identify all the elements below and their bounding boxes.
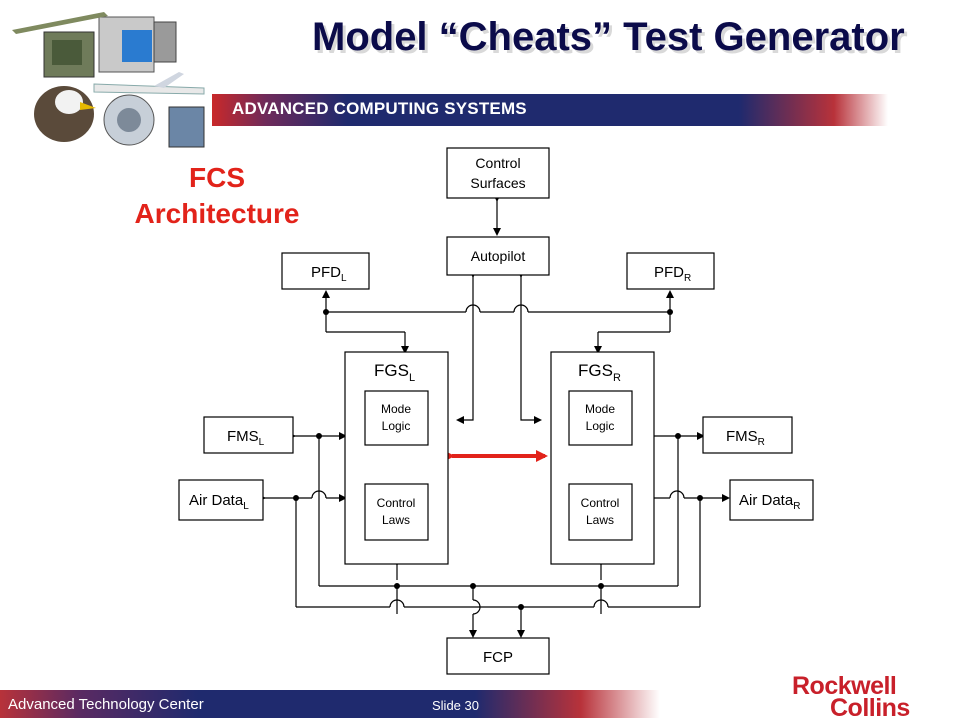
brand-logo-line1: Rockwell xyxy=(792,672,897,700)
autopilot-fgsl-line xyxy=(456,270,477,424)
slide-number: Slide 30 xyxy=(432,698,479,713)
footer-band xyxy=(0,690,660,718)
fgs-l-label: FGSL xyxy=(374,361,415,384)
control-laws-l-label-2: Laws xyxy=(382,513,410,527)
fcs-architecture-heading: FCS Architecture xyxy=(118,160,316,232)
brand-logo-line2: Collins xyxy=(830,694,910,722)
autopilot-fgsr-line xyxy=(517,270,542,424)
air-data-l-box xyxy=(178,479,264,521)
control-laws-l-label-1: Control xyxy=(377,496,416,510)
fcp-box xyxy=(446,637,550,675)
pfd-l-box xyxy=(281,252,370,290)
pfd-r-label: PFDR xyxy=(654,264,691,284)
fcs-heading-line1: FCS xyxy=(189,162,245,193)
air-data-l-label: Air DataL xyxy=(189,492,249,512)
control-surfaces-label-1: Control xyxy=(475,155,520,171)
banner-text: ADVANCED COMPUTING SYSTEMS xyxy=(232,99,527,118)
banner-bar xyxy=(212,94,888,126)
fms-l-label: FMSL xyxy=(227,428,265,448)
slide-title-shadow: Model “Cheats” Test Generator xyxy=(315,18,908,62)
control-laws-r-box xyxy=(568,483,633,541)
footer-org-label: Advanced Technology Center xyxy=(8,696,204,713)
control-laws-r-label-1: Control xyxy=(581,496,620,510)
control-surfaces-label-2: Surfaces xyxy=(470,175,525,191)
mode-logic-r-label-2: Logic xyxy=(586,419,615,433)
fcp-label: FCP xyxy=(483,649,513,666)
mode-logic-r-box xyxy=(568,390,633,446)
autopilot-label: Autopilot xyxy=(471,248,526,264)
control-surfaces-box xyxy=(446,147,550,199)
air-data-r-box xyxy=(729,479,814,521)
mode-logic-l-label-1: Mode xyxy=(381,402,411,416)
control-laws-l-box xyxy=(364,483,429,541)
control-laws-r-label-2: Laws xyxy=(586,513,614,527)
fms-r-box xyxy=(702,416,793,454)
logo-collage xyxy=(12,12,205,148)
autopilot-box xyxy=(446,236,550,276)
mode-logic-r-label-1: Mode xyxy=(585,402,615,416)
pfd-l-label: PFDL xyxy=(311,264,347,284)
mode-logic-l-box xyxy=(364,390,429,446)
mode-logic-l-label-2: Logic xyxy=(382,419,411,433)
fms-l-box xyxy=(203,416,294,454)
slide-title: Model “Cheats” Test Generator xyxy=(312,15,905,59)
fms-r-label: FMSR xyxy=(726,428,765,448)
fcs-heading-line2: Architecture xyxy=(134,198,300,229)
air-data-r-label: Air DataR xyxy=(739,492,800,512)
pfd-r-box xyxy=(626,252,715,290)
fgs-r-label: FGSR xyxy=(578,361,621,384)
